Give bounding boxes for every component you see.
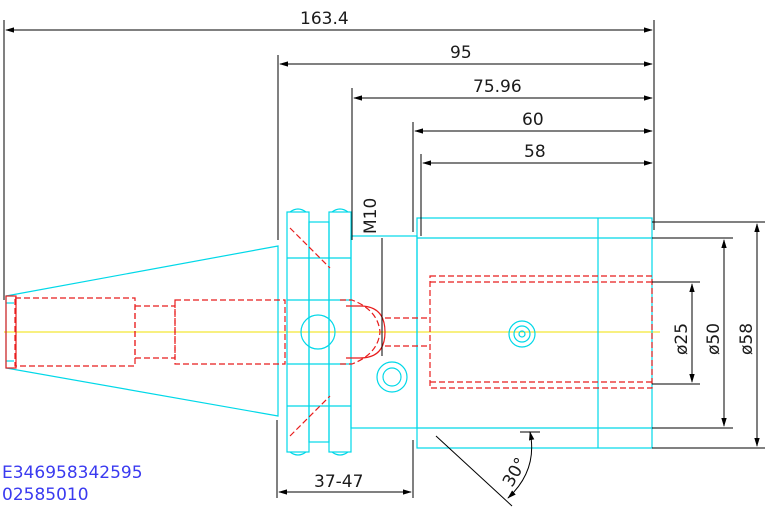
dim-60: 60: [522, 110, 544, 130]
horizontal-dimensions: 163.4 95 75.96 60 58 37-47: [3, 9, 655, 498]
coolant-port: [376, 361, 408, 393]
hidden-features: [5, 227, 653, 437]
dim-75-96: 75.96: [473, 77, 522, 97]
drive-key-hole: [300, 314, 336, 350]
angle-30: 30°: [499, 454, 531, 490]
dia-58: ø58: [737, 323, 757, 355]
m10-thread-head: [346, 305, 386, 359]
thread-label: M10: [361, 198, 381, 234]
dia-50: ø50: [704, 323, 724, 355]
dim-163-4: 163.4: [300, 9, 349, 29]
part-code: E346958342595: [2, 463, 143, 483]
flange: [286, 208, 352, 456]
diameter-dimensions: ø25 ø50 ø58: [652, 221, 765, 449]
angle-callout: 30°: [435, 431, 540, 507]
part-number: 02585010: [2, 485, 89, 505]
pull-stud-end: [5, 295, 17, 369]
dim-37-47: 37-47: [314, 472, 363, 492]
set-screw: [508, 320, 536, 348]
dim-58: 58: [524, 142, 546, 162]
thread-callout: M10: [361, 198, 383, 356]
taper-shank: [5, 245, 279, 417]
dim-95: 95: [450, 43, 472, 63]
tool-bore: [429, 275, 653, 389]
dia-25: ø25: [672, 323, 692, 355]
